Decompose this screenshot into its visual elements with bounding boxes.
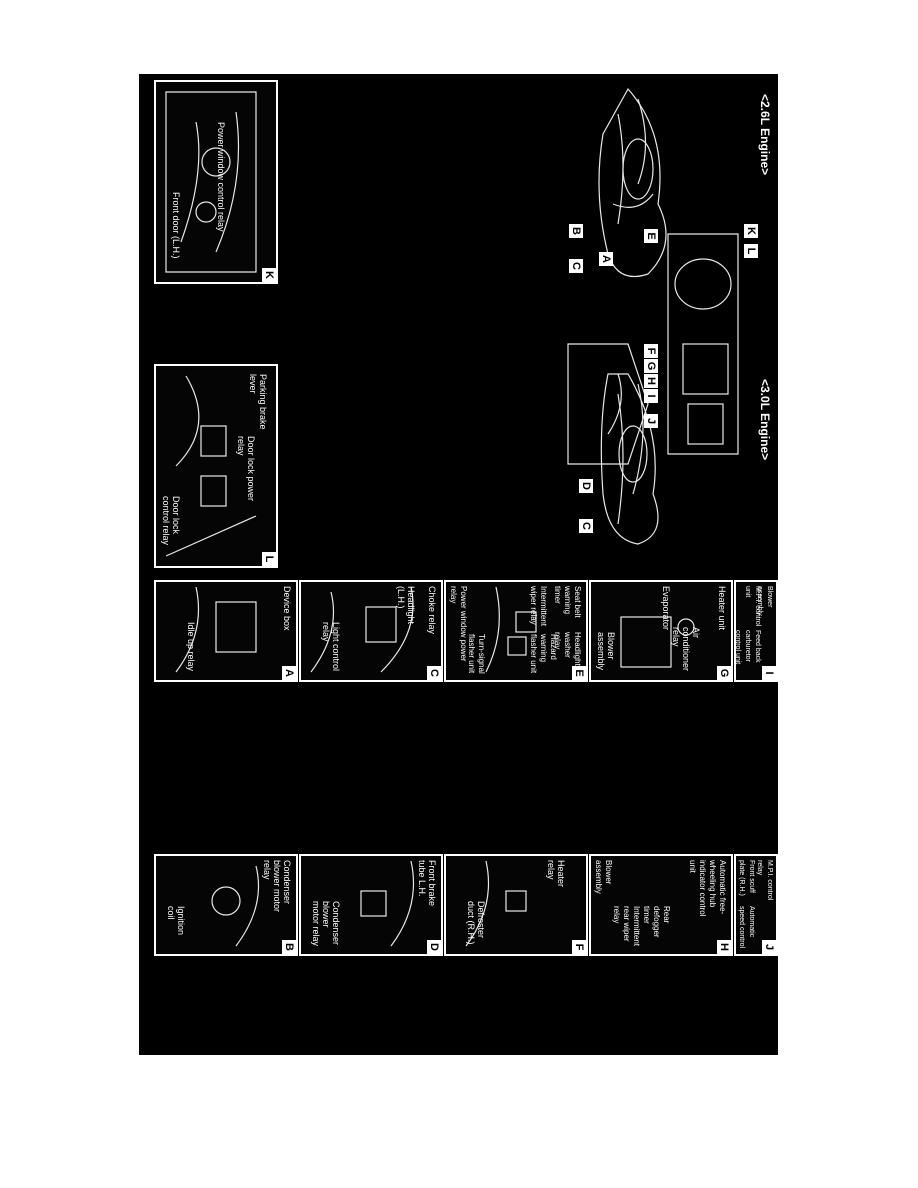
panel-d-label-1: Condenser blower motor relay <box>311 901 341 947</box>
panel-e: E Seat belt warning timer Intermittent w… <box>444 580 588 682</box>
panel-b-label-1: Ignition coil <box>166 906 186 936</box>
callout-k: K <box>744 224 758 238</box>
callout-b: B <box>569 224 583 238</box>
panel-h-label-0: Automatic free-wheeling hub indicator co… <box>688 860 727 917</box>
panel-l-label-2: Door lock control relay <box>161 496 181 546</box>
panel-c-label-0: Choke relay <box>427 586 437 635</box>
panel-e-label-5: Power window power relay <box>449 586 468 662</box>
panel-f-label-1: Defroster duct (R.H.) <box>466 901 486 945</box>
panel-b-label-0: Condenser blower motor relay <box>262 860 292 913</box>
panel-i-label-2: Feed back carburetor control unit <box>734 630 761 665</box>
panel-h: H Automatic free-wheeling hub indicator … <box>589 854 733 956</box>
callout-f: F <box>644 344 658 358</box>
panel-k: K Power window control relay Front door … <box>154 80 278 284</box>
panel-h-label-3: Rear defogger timer <box>642 906 671 938</box>
panel-d: D Front brake tube L.H. Condenser blower… <box>299 854 443 956</box>
callout-g: G <box>644 359 658 373</box>
panel-g-sketch <box>620 616 695 668</box>
callout-j: J <box>644 414 658 428</box>
panel-g-label-0: Heater unit <box>717 586 727 631</box>
panel-j-label-0: M.P.I. control relay <box>756 860 773 901</box>
panel-a-label-0: Device box <box>282 586 292 631</box>
callout-d: D <box>579 479 593 493</box>
panel-g-label-1: Evaporator <box>661 586 671 631</box>
callout-c-left: C <box>569 259 583 273</box>
panel-g: G Heater unit Evaporator Air conditioner… <box>589 580 733 682</box>
panel-a: A Device box Idle up relay <box>154 580 298 682</box>
panel-i: I Blower assembly M.P.I. control unit Fe… <box>734 580 778 682</box>
panel-b: B Condenser blower motor relay Ignition … <box>154 854 298 956</box>
panel-g-label-2: Air conditioner relay <box>671 627 701 672</box>
panel-f-sketch <box>465 860 527 947</box>
panel-k-label-0: Power window control relay <box>216 122 226 232</box>
rotated-diagram: <2.6L Engine> <3.0L Engine> A B C D C E … <box>139 74 778 1055</box>
panel-e-label-3: Hazard warning flasher unit <box>529 634 558 674</box>
callout-a: A <box>599 252 613 266</box>
panel-c-label-2: Light control relay <box>321 622 341 672</box>
callout-h: H <box>644 374 658 388</box>
panel-d-sketch <box>360 860 414 947</box>
panel-h-tag: H <box>717 940 731 954</box>
panel-c-label-1: Headlight (L.H.) <box>396 586 416 625</box>
panel-i-tag: I <box>762 666 776 680</box>
panel-k-sketch <box>165 91 257 273</box>
panel-l-label-0: Parking brake lever <box>248 374 268 430</box>
panel-e-label-4: Turn-signal flasher unit <box>467 634 486 674</box>
panel-f: F Heater relay Defroster duct (R.H.) <box>444 854 588 956</box>
panel-e-sketch <box>485 586 537 673</box>
panel-h-label-2: Intermittent rear wiper relay <box>612 906 641 947</box>
panel-l-label-1: Door lock power relay <box>236 436 256 502</box>
panel-c: C Choke relay Headlight (L.H.) Light con… <box>299 580 443 682</box>
panel-a-label-1: Idle up relay <box>186 622 196 672</box>
panel-k-label-1: Front door (L.H.) <box>171 192 181 259</box>
callout-l: L <box>744 244 758 258</box>
panel-j: J M.P.I. control relay Front scuff plate… <box>734 854 778 956</box>
panel-l-sketch <box>165 375 257 557</box>
panel-j-tag: J <box>762 940 776 954</box>
callout-c-right: C <box>579 519 593 533</box>
panel-h-label-1: Blower assembly <box>594 860 613 894</box>
panel-d-label-0: Front brake tube L.H. <box>417 860 437 907</box>
panel-j-label-2: Automatic speed control unit <box>734 906 755 949</box>
panel-e-label-0: Seat belt warning timer <box>553 586 582 618</box>
panel-i-label-1: M.P.I. control unit <box>744 586 761 627</box>
callout-i: I <box>644 389 658 403</box>
panel-f-label-0: Heater relay <box>546 860 566 888</box>
panel-e-label-1: Intermittent wiper relay <box>529 586 548 627</box>
panel-j-label-1: Front scuff plate (R.H.) <box>738 860 755 896</box>
diagram-sheet: <2.6L Engine> <3.0L Engine> A B C D C E … <box>139 74 778 1055</box>
panel-a-sketch <box>175 586 257 673</box>
panel-g-label-3: Blower assembly <box>596 632 616 671</box>
panel-c-sketch <box>310 586 414 673</box>
panel-b-sketch <box>211 865 259 947</box>
engine-dash-sketch <box>567 87 739 545</box>
callout-e: E <box>644 229 658 243</box>
panel-l: L Parking brake lever Door lock power re… <box>154 364 278 568</box>
